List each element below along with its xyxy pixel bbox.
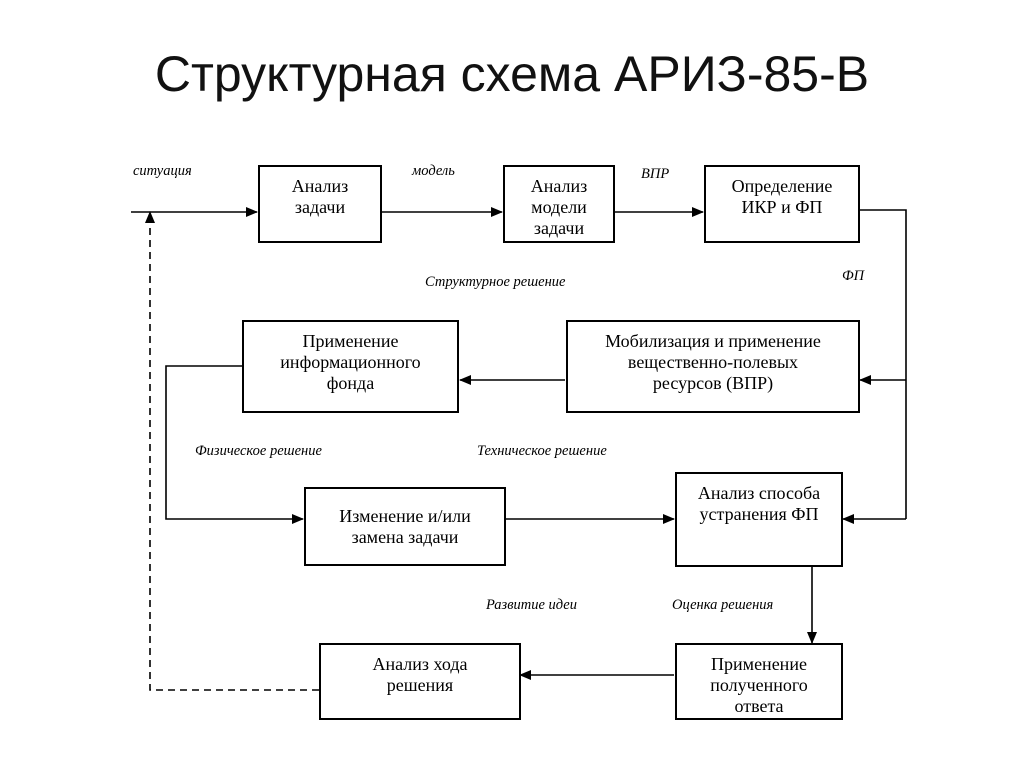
box-label: Анализ способа устранения ФП	[697, 483, 821, 524]
line-fp-bus	[860, 209, 907, 519]
box-label: Изменение и/или замена задачи	[339, 505, 471, 547]
box-analiz-hoda: Анализ хода решения	[319, 643, 521, 720]
box-label: Анализ задачи	[291, 176, 349, 217]
box-label: Анализ хода решения	[372, 654, 468, 695]
box-label: Применение полученного ответа	[710, 654, 808, 716]
arrow-to-change-task	[165, 365, 304, 524]
dashed-feedback-line	[145, 211, 319, 691]
box-label: Мобилизация и применение вещественно-пол…	[605, 331, 821, 393]
box-primenenie-fonda: Применение информационного фонда	[242, 320, 459, 413]
box-label: Применение информационного фонда	[280, 331, 421, 393]
box-analiz-modeli: Анализ модели задачи	[503, 165, 615, 243]
label-strukturnoe-reshenie: Структурное решение	[425, 274, 566, 290]
box-analiz-zadachi: Анализ задачи	[258, 165, 382, 243]
box-opredelenie-ikr: Определение ИКР и ФП	[704, 165, 860, 243]
label-razvitie-idei: Развитие идеи	[486, 597, 577, 613]
label-fizicheskoe-reshenie: Физическое решение	[195, 443, 322, 459]
label-model: модель	[412, 163, 455, 179]
label-vpr: ВПР	[641, 166, 670, 182]
box-izmenenie-zadachi: Изменение и/или замена задачи	[304, 487, 506, 566]
box-analiz-sposoba: Анализ способа устранения ФП	[675, 472, 843, 567]
label-fp: ФП	[842, 268, 865, 284]
page-title: Структурная схема АРИЗ-85-В	[154, 46, 870, 102]
label-situaciya: ситуация	[133, 163, 192, 179]
box-primenenie-otveta: Применение полученного ответа	[675, 643, 843, 720]
box-mobilizaciya: Мобилизация и применение вещественно-пол…	[566, 320, 860, 413]
label-ocenka-resheniya: Оценка решения	[672, 597, 774, 613]
box-label: Анализ модели задачи	[530, 176, 588, 238]
label-tehnicheskoe-reshenie: Техническое решение	[477, 443, 607, 459]
box-label: Определение ИКР и ФП	[731, 176, 833, 217]
